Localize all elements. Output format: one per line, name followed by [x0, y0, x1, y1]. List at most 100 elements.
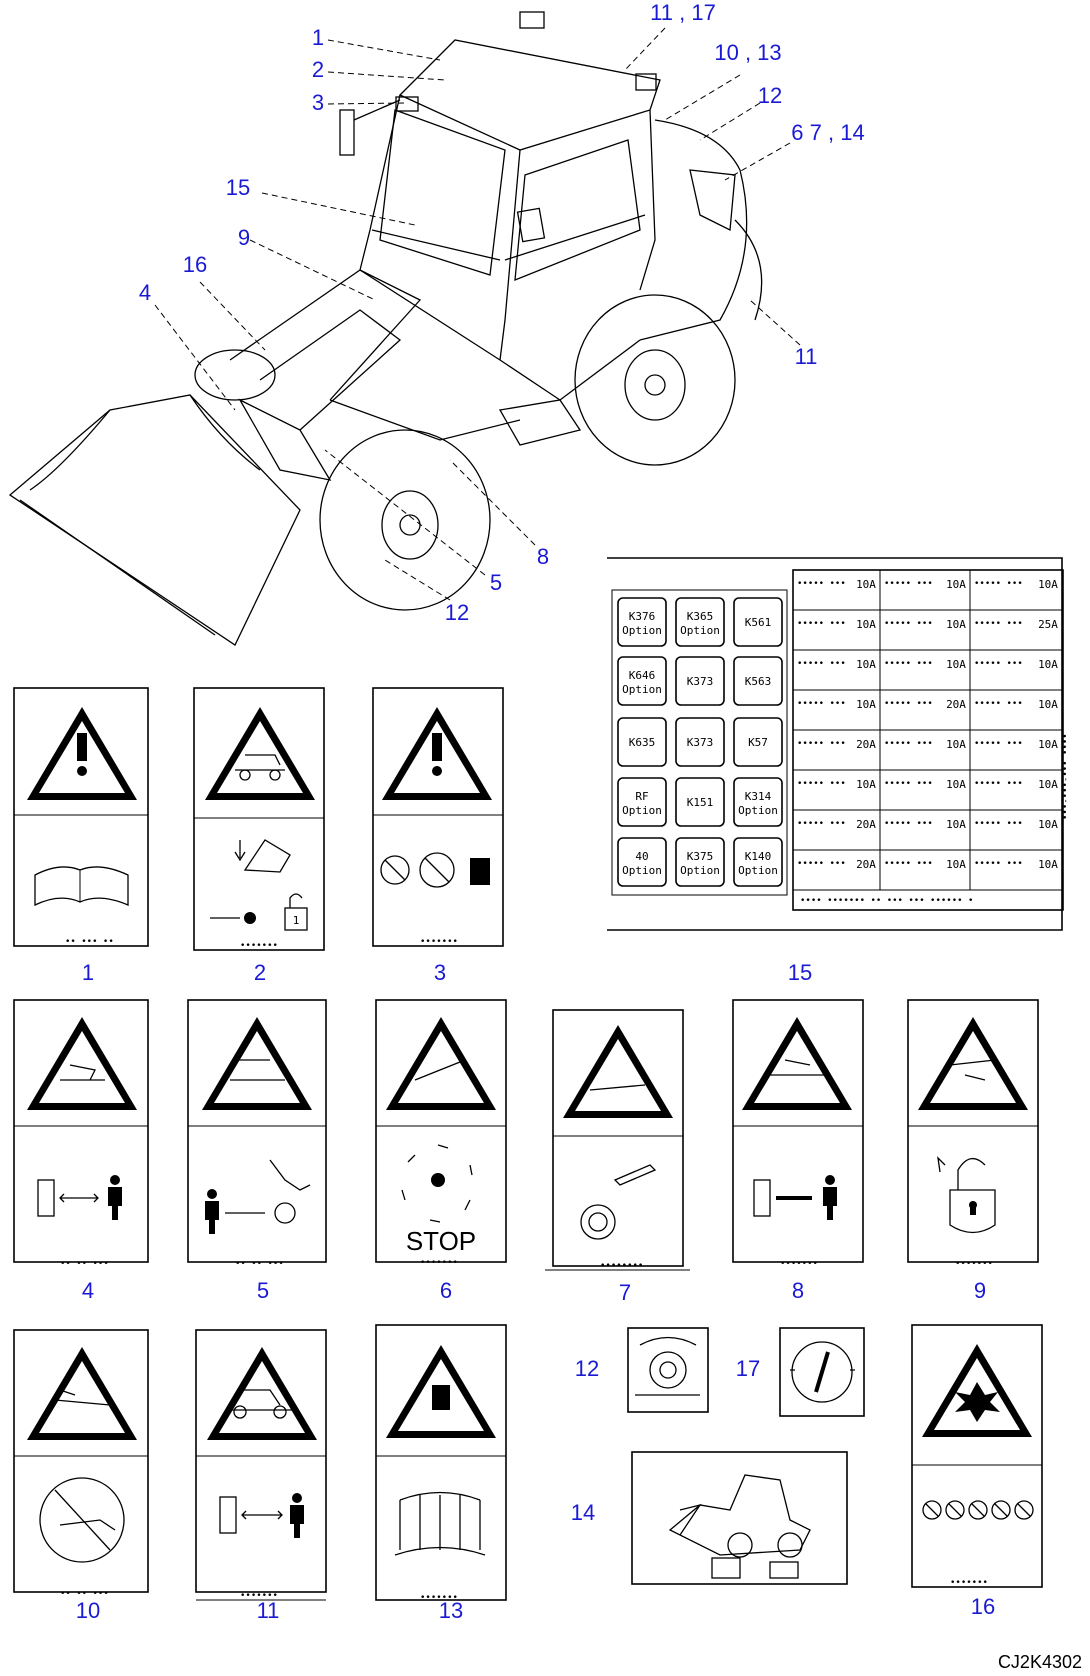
fuse-description: ••••• ••• — [974, 659, 1023, 669]
callout-3: 3 — [312, 90, 324, 115]
decal-10: •• •• ••• 10 — [13, 1329, 149, 1623]
fuse-rating: 10A — [946, 778, 966, 791]
relay-box — [675, 777, 725, 827]
leader-lines — [154, 27, 801, 601]
callout-8: 8 — [537, 544, 549, 569]
decal-label-7: 7 — [619, 1280, 631, 1305]
relay-box — [675, 597, 725, 647]
relay-box-label: K373 — [687, 675, 714, 688]
decal-16: ••••••• 16 — [911, 1324, 1043, 1619]
relay-box-label: K365 — [687, 610, 714, 623]
decal-label-13: 13 — [439, 1598, 463, 1623]
fuse-description: ••••• ••• — [797, 619, 846, 629]
fuse-description: ••••• ••• — [884, 659, 933, 669]
fuse-rating: 10A — [1038, 818, 1058, 831]
svg-text:•• •• •••: •• •• ••• — [235, 1259, 284, 1269]
svg-text:•••• ••••••• •• ••• ••• ••••••: •••• ••••••• •• ••• ••• •••••• • — [800, 896, 973, 906]
relay-box — [733, 717, 783, 767]
fuse-description: ••••• ••• — [974, 619, 1023, 629]
decal-2: 1 ••••••• 2 — [193, 687, 325, 985]
decal-label-8: 8 — [792, 1278, 804, 1303]
svg-text:•• •• •••: •• •• ••• — [60, 1259, 109, 1269]
fuse-rating: 10A — [1038, 578, 1058, 591]
svg-text:•••••••: ••••••• — [420, 1593, 458, 1603]
relay-box — [675, 656, 725, 706]
fuse-rating: 10A — [1038, 698, 1058, 711]
fuse-rating: 10A — [856, 698, 876, 711]
fuse-rating: 10A — [1038, 658, 1058, 671]
svg-text:1: 1 — [293, 914, 300, 927]
fuse-description: ••••• ••• — [797, 779, 846, 789]
fuse-rating: 10A — [946, 658, 966, 671]
fuse-description: ••••• ••• — [797, 579, 846, 589]
callout-11-17: 11 , 17 — [650, 0, 716, 25]
callout-11: 11 — [795, 344, 818, 369]
relay-box — [617, 837, 667, 887]
relay-box — [733, 656, 783, 706]
svg-text:•••••••: ••••••• — [240, 941, 278, 951]
callout-16: 16 — [183, 252, 207, 277]
fuse-description: ••••• ••• — [974, 779, 1023, 789]
relay-box-label: K635 — [629, 736, 656, 749]
fuse-description: ••••• ••• — [974, 579, 1023, 589]
wheel-loader-illustration — [8, 11, 763, 646]
fuse-description: ••••• ••• — [884, 699, 933, 709]
relay-box — [617, 777, 667, 827]
relay-box-label: Option — [622, 864, 662, 877]
fuse-description: ••••• ••• — [797, 739, 846, 749]
fuse-rating: 10A — [946, 578, 966, 591]
relay-box-label: RF — [635, 790, 648, 803]
decal-4: •• •• ••• 4 — [13, 999, 149, 1303]
fuse-rating: 10A — [1038, 858, 1058, 871]
fuse-rating: 20A — [856, 858, 876, 871]
relay-box — [733, 837, 783, 887]
decal-label-12: 12 — [575, 1356, 599, 1381]
fuse-description: ••••• ••• — [884, 859, 933, 869]
fuse-rating: 10A — [946, 738, 966, 751]
fuse-description: ••••• ••• — [797, 859, 846, 869]
callout-1: 1 — [312, 25, 324, 50]
relay-box-label: K373 — [687, 736, 714, 749]
decal-9: ••••••• 9 — [907, 999, 1039, 1303]
svg-text:••••••••: •••••••• — [600, 1261, 643, 1271]
svg-text:•••••••: ••••••• — [420, 1258, 458, 1268]
callout-6-7-14: 6 7 , 14 — [791, 120, 864, 145]
decal-5: •• •• ••• 5 — [187, 999, 327, 1303]
fuse-rating: 10A — [856, 578, 876, 591]
fuse-description: ••••• ••• — [974, 859, 1023, 869]
decal-label-14: 14 — [571, 1500, 595, 1525]
relay-box-label: Option — [622, 804, 662, 817]
callout-12-bottom: 12 — [445, 600, 469, 625]
fuse-description: ••••• ••• — [884, 819, 933, 829]
decal-6: STOP ••••••• 6 — [375, 999, 507, 1303]
relay-box — [733, 777, 783, 827]
relay-box-label: K563 — [745, 675, 772, 688]
callout-10-13: 10 , 13 — [714, 40, 781, 65]
decal-label-3: 3 — [434, 960, 446, 985]
fuse-rating: 20A — [946, 698, 966, 711]
decal-11: ••••••• 11 — [195, 1329, 327, 1623]
svg-text:•••••••: ••••••• — [955, 1259, 993, 1269]
svg-text:•••••••: ••••••• — [240, 1591, 278, 1601]
fuse-description: ••••• ••• — [797, 819, 846, 829]
relay-box-label: K646 — [629, 669, 656, 682]
fuse-description: ••••• ••• — [974, 739, 1023, 749]
relay-box-label: K375 — [687, 850, 714, 863]
decal-3: ••••••• 3 — [372, 687, 504, 985]
fuse-description: ••••• ••• — [884, 619, 933, 629]
decal-13: ••••••• 13 — [375, 1324, 507, 1623]
callouts: 1 2 3 4 5 6 7 , 14 8 9 10 , 13 11 , 17 1… — [139, 0, 865, 625]
callout-2: 2 — [312, 57, 324, 82]
callout-5: 5 — [490, 570, 502, 595]
callout-9: 9 — [238, 225, 250, 250]
decal-label-15: 15 — [788, 960, 812, 985]
fuse-description: ••••• ••• — [884, 579, 933, 589]
relay-box-label: Option — [680, 624, 720, 637]
svg-text:•••-•••-••• ••••: •••-•••-••• •••• — [1061, 733, 1071, 820]
decal-12: 12 — [575, 1327, 709, 1413]
relay-box-label: Option — [738, 864, 778, 877]
fuse-description: ••••• ••• — [797, 699, 846, 709]
decal-label-5: 5 — [257, 1278, 269, 1303]
decal-label-11: 11 — [257, 1598, 280, 1623]
decal-label-17: 17 — [736, 1356, 760, 1381]
